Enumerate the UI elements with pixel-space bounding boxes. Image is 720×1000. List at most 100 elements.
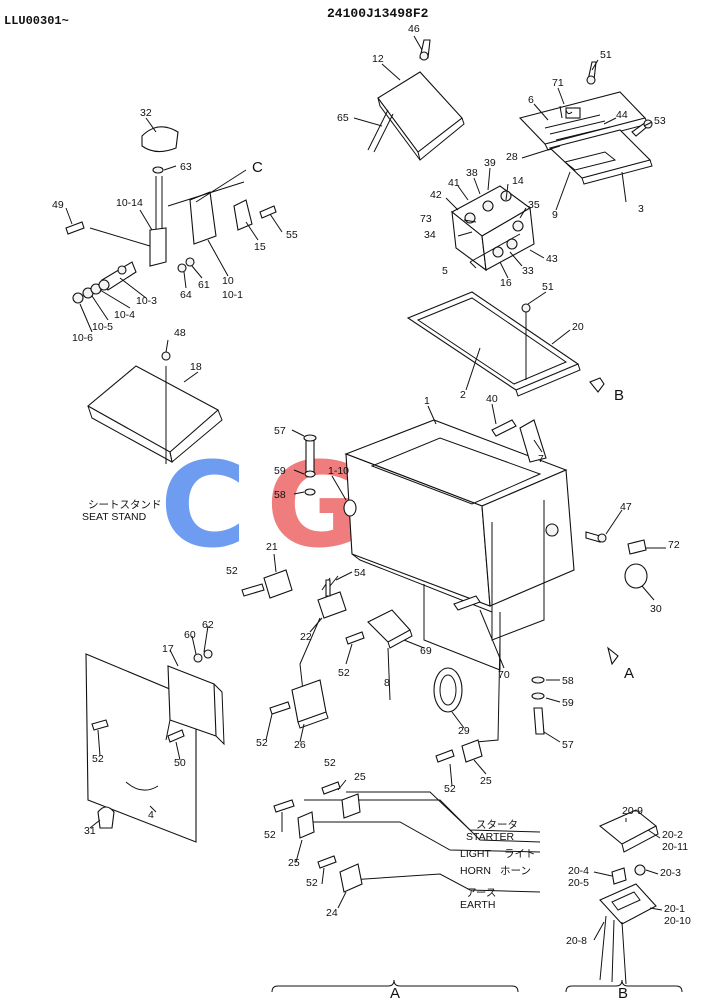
callout: 28 [506,151,518,163]
callout: 10 [222,275,234,287]
callout: 39 [484,157,496,169]
starter-en: STARTER [466,831,514,843]
callout: 69 [420,645,432,657]
callout: 31 [84,825,96,837]
callout: 20-11 [662,841,688,853]
callout: 20-5 [568,877,589,889]
callout: 61 [198,279,210,291]
callout: 52 [444,783,456,795]
seat-plate-part-18 [87,351,223,464]
callout: 59 [562,697,574,709]
switch-part-8 [345,609,413,649]
callout: 73 [420,213,432,225]
callout: 10-14 [116,197,143,209]
callout: 10-4 [114,309,135,321]
callout: 24 [326,907,338,919]
callout: 70 [498,669,510,681]
callout: 51 [542,281,554,293]
callout: 72 [668,539,680,551]
arrow-a-marker [607,646,619,666]
callout: 15 [254,241,266,253]
main-frame-part-1 [344,419,575,671]
callout: 20-2 [662,829,683,841]
seat-stand-jp: シートスタンド [88,499,162,511]
harness-notes: シートスタンド SEAT STAND スタータ STARTER LIGHT ライ… [82,499,536,911]
part-number: 24100J13498F2 [327,6,429,21]
arrow-b-marker [589,377,605,393]
callout: 62 [202,619,214,631]
watermark-letter-1: C [160,436,247,574]
callout: A [624,665,634,682]
callout: 38 [466,167,478,179]
section-bracket-a [271,979,519,993]
callout: 3 [638,203,644,215]
leader-lines [65,35,666,941]
callout: 50 [174,757,186,769]
callout: 18 [190,361,202,373]
callout: 20-9 [622,805,643,817]
callout: 5 [442,265,448,277]
callout: 43 [546,253,558,265]
callout: 58 [562,675,574,687]
bolt-57-washers [303,434,357,517]
seat-stand-en: SEAT STAND [82,511,147,523]
callout: 20-10 [664,915,691,927]
relay-part-22 [317,575,347,619]
callout: 35 [528,199,540,211]
callout: 53 [654,115,666,127]
callout: 57 [562,739,574,751]
callout: 48 [174,327,186,339]
callout: 22 [300,631,312,643]
callout: 2 [460,389,466,401]
callout: 1 [424,395,430,407]
connector-part-24 [317,855,363,893]
callout: 52 [338,667,350,679]
callout: 1-10 [328,465,349,477]
harness-wires [299,617,541,893]
callout: 12 [372,53,384,65]
connector-detail-b [598,809,659,985]
callout: B [614,387,624,404]
callout: 52 [306,877,318,889]
callout: 55 [286,229,298,241]
callout: 20-3 [660,867,681,879]
callout: 49 [52,199,64,211]
callout: 52 [256,737,268,749]
earth-en: EARTH [460,899,495,911]
callout: 16 [500,277,512,289]
bracket-part-21 [241,569,293,599]
callout: 10-3 [136,295,157,307]
callout: 8 [384,677,390,689]
callout: 54 [354,567,366,579]
callout: 59 [274,465,286,477]
callout: 25 [480,775,492,787]
callout: 51 [600,49,612,61]
callout: 57 [274,425,286,437]
model-code: LLU00301~ [4,14,69,28]
callout: C [252,159,263,176]
callout: 52 [324,757,336,769]
callout: 46 [408,23,420,35]
callout: 10-6 [72,332,93,344]
callout: 71 [552,77,564,89]
callout: 25 [288,857,300,869]
callout: 40 [486,393,498,405]
section-label-a: A [390,985,400,1000]
callout: 10-1 [222,289,243,301]
starter-jp: スタータ [476,819,518,831]
callout: 42 [430,189,442,201]
callout: 32 [140,107,152,119]
starter-relay-part-26 [269,679,329,729]
callout: 33 [522,265,534,277]
lever-assembly-part-10 [65,126,277,304]
callout: 34 [424,229,436,241]
callout: 20-4 [568,865,589,877]
callout: 7 [538,453,544,465]
callout-labels: 46 12 65 51 71 6 44 53 28 3 9 39 38 41 4… [52,23,691,947]
callout: 20-1 [664,903,685,915]
panel-plate-part-3 [548,129,653,185]
section-label-b: B [618,985,628,1000]
lever-cover-part-12 [367,39,465,161]
horn-en: HORN [460,865,491,877]
